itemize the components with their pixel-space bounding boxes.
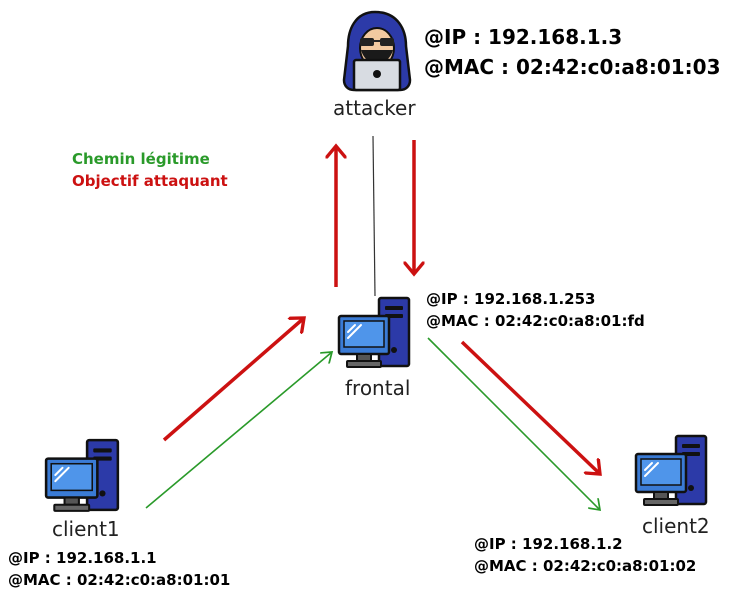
- attacker-icon: [342, 10, 412, 92]
- client1-ip: @IP : 192.168.1.1: [8, 549, 157, 567]
- client2-mac: @MAC : 02:42:c0:a8:01:02: [474, 557, 697, 575]
- client2-info: @IP : 192.168.1.2 @MAC : 02:42:c0:a8:01:…: [474, 533, 696, 577]
- legend-legit: Chemin légitime: [72, 150, 210, 168]
- client2-name: client2: [642, 514, 710, 538]
- frontal-computer-icon: [337, 296, 411, 369]
- client1-name: client1: [52, 517, 120, 541]
- client1-computer-icon: [44, 438, 120, 513]
- link-attacker-frontal: [372, 135, 376, 297]
- attacker-mac: @MAC : 02:42:c0:a8:01:03: [424, 55, 721, 79]
- frontal-ip: @IP : 192.168.1.253: [426, 290, 596, 308]
- client1-info: @IP : 192.168.1.1 @MAC : 02:42:c0:a8:01:…: [8, 547, 230, 591]
- attacker-info: @IP : 192.168.1.3 @MAC : 02:42:c0:a8:01:…: [424, 22, 720, 82]
- client2-ip: @IP : 192.168.1.2: [474, 535, 623, 553]
- attacker-name: attacker: [333, 96, 416, 120]
- attack-arrow-frontal-to-client2: [460, 340, 600, 474]
- attack-arrow-client1-to-frontal: [162, 318, 304, 442]
- frontal-info: @IP : 192.168.1.253 @MAC : 02:42:c0:a8:0…: [426, 288, 645, 332]
- legit-arrow-client1-to-frontal: [145, 352, 332, 509]
- frontal-mac: @MAC : 02:42:c0:a8:01:fd: [426, 312, 645, 330]
- attacker-ip: @IP : 192.168.1.3: [424, 25, 623, 49]
- legit-arrow-frontal-to-client2: [427, 337, 600, 510]
- legend: Chemin légitime Objectif attaquant: [72, 148, 228, 192]
- frontal-name: frontal: [345, 376, 411, 400]
- client1-mac: @MAC : 02:42:c0:a8:01:01: [8, 571, 231, 589]
- legend-attack: Objectif attaquant: [72, 172, 228, 190]
- client2-computer-icon: [634, 434, 708, 507]
